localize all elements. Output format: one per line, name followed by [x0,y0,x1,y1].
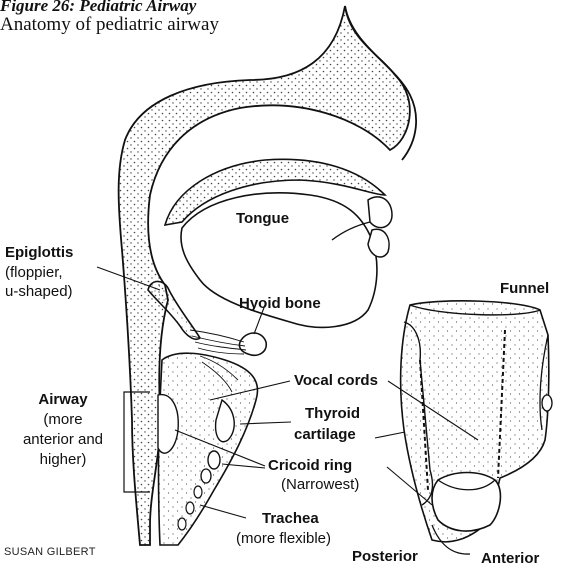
label-epiglottis-note2: u-shaped) [5,282,73,302]
label-vocal-cords: Vocal cords [294,371,378,391]
label-posterior: Posterior [352,547,418,567]
funnel-model [401,301,552,554]
label-trachea-note: (more flexible) [236,529,331,549]
label-airway-note1: (more [28,410,98,430]
label-epiglottis: Epiglottis [5,243,73,263]
trachea-shape [158,353,258,545]
figure-subtitle: Anatomy of pediatric airway [0,14,219,36]
label-cricoid-note: (Narrowest) [281,475,359,495]
label-airway-note3: higher) [28,450,98,470]
label-thyroid-cartilage: cartilage [294,425,356,445]
label-airway-note2: anterior and [8,430,118,450]
illustrator-credit: SUSAN GILBERT [4,546,96,558]
hyoid-shape [239,333,266,355]
label-funnel: Funnel [500,279,549,299]
label-thyroid: Thyroid [305,404,360,424]
label-tongue: Tongue [236,209,289,229]
trachea-leader [200,505,246,518]
label-trachea: Trachea [262,509,319,529]
label-airway: Airway [28,390,98,410]
label-anterior: Anterior [481,549,539,569]
thyroid-leader-right [375,432,405,438]
label-hyoid-bone: Hyoid bone [239,294,321,314]
label-cricoid-ring: Cricoid ring [268,456,352,476]
label-epiglottis-note1: (floppier, [5,263,63,283]
